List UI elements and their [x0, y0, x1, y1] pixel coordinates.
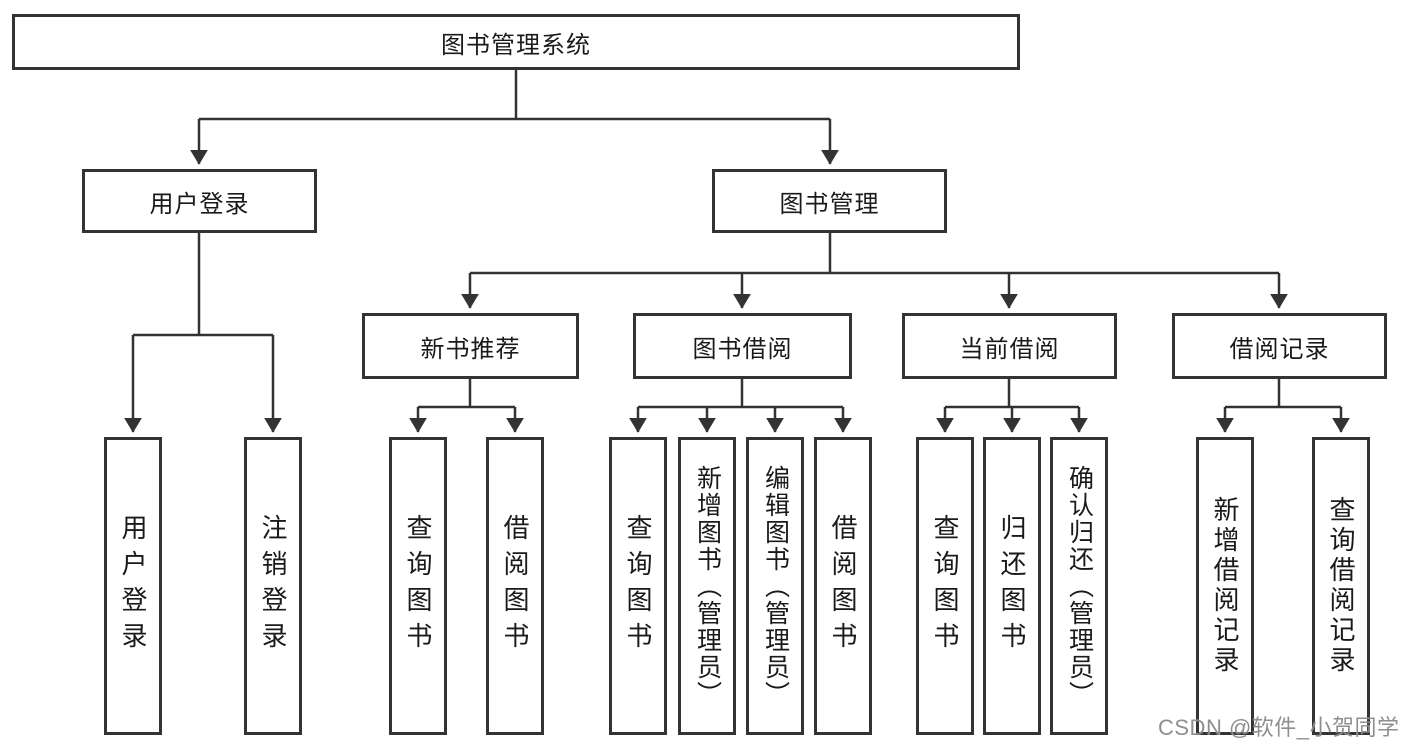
node-label: 图书管理系统 — [441, 31, 591, 59]
leaf-label: 归还图书 — [997, 514, 1027, 658]
node-borrow-records: 借阅记录 — [1172, 313, 1387, 379]
leaf-label: 编辑图书（管理员） — [761, 464, 790, 708]
leaf-label: 新增借阅记录 — [1210, 496, 1240, 676]
leaf-edit-books-admin: 编辑图书（管理员） — [746, 437, 804, 735]
leaf-label: 确认归还（管理员） — [1065, 464, 1094, 708]
leaf-label: 查询借阅记录 — [1326, 496, 1356, 676]
leaf-confirm-return-admin: 确认归还（管理员） — [1050, 437, 1108, 735]
leaf-borrow-books: 借阅图书 — [814, 437, 872, 735]
node-user-login: 用户登录 — [82, 169, 317, 233]
leaf-query-books-borrow: 查询图书 — [609, 437, 667, 735]
leaf-label: 用户登录 — [118, 514, 148, 658]
node-label: 用户登录 — [149, 190, 250, 218]
node-label: 图书借阅 — [692, 335, 793, 363]
node-label: 新书推荐 — [420, 335, 521, 363]
leaf-borrow-books-recommend: 借阅图书 — [486, 437, 544, 735]
leaf-add-books-admin: 新增图书（管理员） — [678, 437, 736, 735]
leaf-logout: 注销登录 — [244, 437, 302, 735]
node-current-borrowing: 当前借阅 — [902, 313, 1117, 379]
leaf-return-books: 归还图书 — [983, 437, 1041, 735]
leaf-query-borrow-record: 查询借阅记录 — [1312, 437, 1370, 735]
csdn-watermark: CSDN @软件_小贺同学 — [1158, 715, 1400, 740]
node-label: 当前借阅 — [959, 335, 1060, 363]
leaf-user-login: 用户登录 — [104, 437, 162, 735]
leaf-label: 新增图书（管理员） — [693, 464, 722, 708]
node-new-book-recommend: 新书推荐 — [362, 313, 579, 379]
leaf-label: 注销登录 — [258, 514, 288, 658]
leaf-add-borrow-record: 新增借阅记录 — [1196, 437, 1254, 735]
node-library-system: 图书管理系统 — [12, 14, 1020, 70]
node-label: 借阅记录 — [1229, 335, 1330, 363]
node-label: 图书管理 — [779, 190, 880, 218]
node-book-borrowing: 图书借阅 — [633, 313, 852, 379]
leaf-query-books-recommend: 查询图书 — [389, 437, 447, 735]
leaf-label: 借阅图书 — [828, 514, 858, 658]
leaf-label: 查询图书 — [403, 514, 433, 658]
node-book-management: 图书管理 — [712, 169, 947, 233]
leaf-query-books-current: 查询图书 — [916, 437, 974, 735]
leaf-label: 借阅图书 — [500, 514, 530, 658]
leaf-label: 查询图书 — [623, 514, 653, 658]
leaf-label: 查询图书 — [930, 514, 960, 658]
